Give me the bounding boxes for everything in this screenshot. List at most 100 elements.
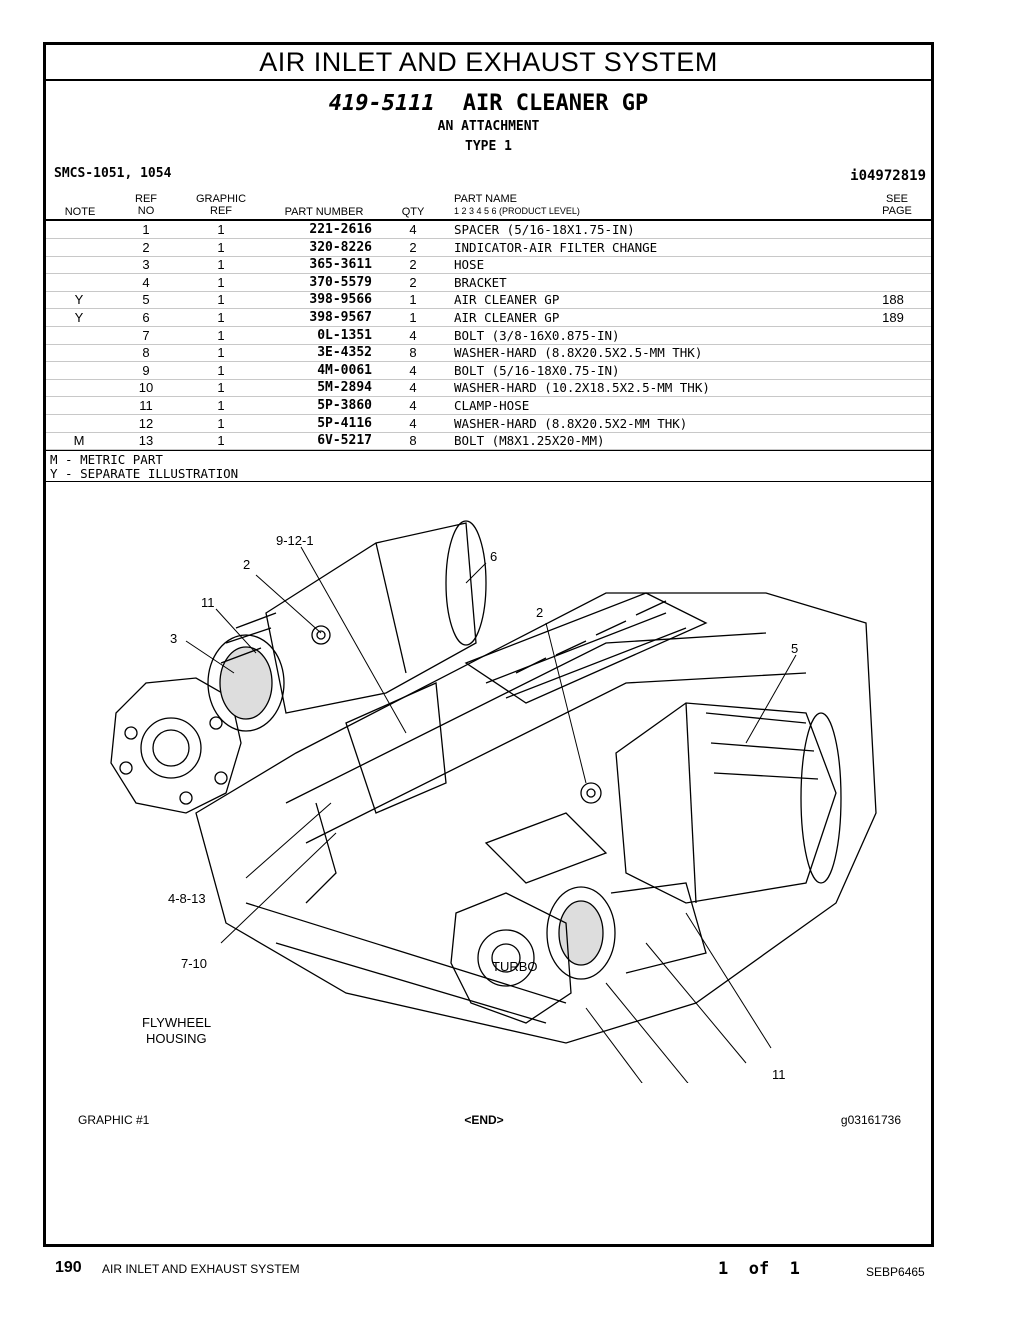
cell-qty: 4 xyxy=(409,362,417,378)
cell-note: Y xyxy=(74,310,84,325)
cell-graphic: 1 xyxy=(217,327,225,343)
cell-name: CLAMP-HOSE xyxy=(454,398,530,413)
cell-graphic: 1 xyxy=(217,380,225,396)
cell-qty: 8 xyxy=(409,433,417,449)
cell-name: AIR CLEANER GP xyxy=(454,310,560,325)
group-subtitle-2: TYPE 1 xyxy=(465,139,512,154)
page-number: 190 xyxy=(55,1259,82,1276)
engine-block-outline xyxy=(195,592,877,1044)
cell-qty: 4 xyxy=(409,398,417,413)
cell-pn: 221-2616 xyxy=(309,222,372,237)
group-name: AIR CLEANER GP xyxy=(462,91,649,116)
cell-graphic: 1 xyxy=(217,292,225,308)
cell-pn: 398-9567 xyxy=(309,310,372,325)
table-bottom-rule xyxy=(46,450,931,451)
cell-name: WASHER-HARD (10.2X18.5X2.5-MM THK) xyxy=(454,380,710,396)
callout-2-upper: 2 xyxy=(243,557,250,572)
cell-pn: 0L-1351 xyxy=(317,327,372,343)
cell-qty: 2 xyxy=(409,257,417,273)
legend-separate-illustration: Y - SEPARATE ILLUSTRATION xyxy=(50,466,239,481)
cell-pn: 6V-5217 xyxy=(317,433,372,449)
cell-pn: 320-8226 xyxy=(309,239,372,255)
col-ref-no-header: REF NO xyxy=(128,193,164,217)
turbo-drawing xyxy=(450,892,572,1024)
callout-2-lower: 2 xyxy=(536,605,543,620)
cell-qty: 1 xyxy=(409,310,417,325)
cell-qty: 1 xyxy=(409,292,417,308)
group-part-number: 419-5111 xyxy=(328,91,435,116)
cell-ref: 8 xyxy=(142,345,150,361)
table-row: 9 1 4M-0061 4 BOLT (5/16-18X0.75-IN) xyxy=(46,362,931,380)
cell-note: M xyxy=(73,433,85,449)
cell-name: BOLT (5/16-18X0.75-IN) xyxy=(454,362,620,378)
cell-name: BOLT (3/8-16X0.875-IN) xyxy=(454,327,620,343)
cell-qty: 4 xyxy=(409,380,417,396)
cell-ref: 9 xyxy=(142,362,150,378)
doc-id: SEBP6465 xyxy=(866,1265,925,1279)
cell-pn: 370-5579 xyxy=(309,274,372,290)
cell-graphic: 1 xyxy=(217,362,225,378)
cell-see: 189 xyxy=(882,310,904,325)
end-marker: <END> xyxy=(464,1113,504,1127)
cell-graphic: 1 xyxy=(217,274,225,290)
cell-pn: 398-9566 xyxy=(309,292,372,308)
cell-ref: 12 xyxy=(138,415,154,431)
col-part-name-header: PART NAME 1 2 3 4 5 6 (PRODUCT LEVEL) xyxy=(454,193,714,217)
col-ref-no-top: REF xyxy=(135,193,157,205)
legend-metric: M - METRIC PART xyxy=(50,452,163,467)
cell-ref: 11 xyxy=(139,398,153,413)
cell-pn: 5P-4116 xyxy=(317,415,372,431)
cell-graphic: 1 xyxy=(217,398,225,413)
cell-graphic: 1 xyxy=(217,222,225,237)
cell-name: BOLT (M8X1.25X20-MM) xyxy=(454,433,605,449)
cell-ref: 13 xyxy=(138,433,154,449)
cell-qty: 4 xyxy=(409,327,417,343)
cell-name: WASHER-HARD (8.8X20.5X2-MM THK) xyxy=(454,415,688,431)
col-note-header: NOTE xyxy=(64,206,96,218)
air-cleaner-right-drawing xyxy=(615,702,837,904)
cell-pn: 4M-0061 xyxy=(317,362,372,378)
callout-5: 5 xyxy=(791,641,798,656)
callout-turbo: TURBO xyxy=(492,959,538,974)
table-row: Y 6 1 398-9567 1 AIR CLEANER GP 189 xyxy=(46,309,931,327)
cell-qty: 2 xyxy=(409,274,417,290)
cell-name: SPACER (5/16-18X1.75-IN) xyxy=(454,222,635,237)
col-part-name-label: PART NAME xyxy=(454,193,517,205)
cell-pn: 365-3611 xyxy=(309,257,372,273)
col-see-top: SEE xyxy=(885,193,908,205)
col-ref-no-bottom: NO xyxy=(137,205,155,217)
col-part-number-header: PART NUMBER xyxy=(284,206,364,218)
cell-ref: 6 xyxy=(142,310,150,325)
cell-pn: 5M-2894 xyxy=(317,380,372,396)
cell-graphic: 1 xyxy=(217,310,225,325)
cell-pn: 5P-3860 xyxy=(317,398,372,413)
cell-qty: 4 xyxy=(409,415,417,431)
cell-name: AIR CLEANER GP xyxy=(454,292,560,308)
air-cleaner-left-drawing xyxy=(265,522,477,714)
callout-11-upper: 11 xyxy=(201,595,215,610)
col-see-bottom: PAGE xyxy=(882,205,912,217)
cell-ref: 2 xyxy=(142,239,150,255)
cell-name: HOSE xyxy=(454,257,485,273)
cell-pn: 3E-4352 xyxy=(317,345,372,361)
cell-name: BRACKET xyxy=(454,274,507,290)
callout-9-12-1: 9-12-1 xyxy=(276,533,314,548)
cell-ref: 3 xyxy=(142,257,150,273)
page-of-pages: 1 of 1 xyxy=(718,1259,800,1279)
group-heading: 419-5111 AIR CLEANER GP xyxy=(46,91,931,116)
smcs-codes: SMCS-1051, 1054 xyxy=(54,166,172,181)
cell-ref: 5 xyxy=(142,292,150,308)
cell-ref: 7 xyxy=(142,327,150,343)
flywheel-housing-drawing xyxy=(110,677,242,814)
cell-see: 188 xyxy=(882,292,904,308)
col-see-page-header: SEE PAGE xyxy=(875,193,919,217)
